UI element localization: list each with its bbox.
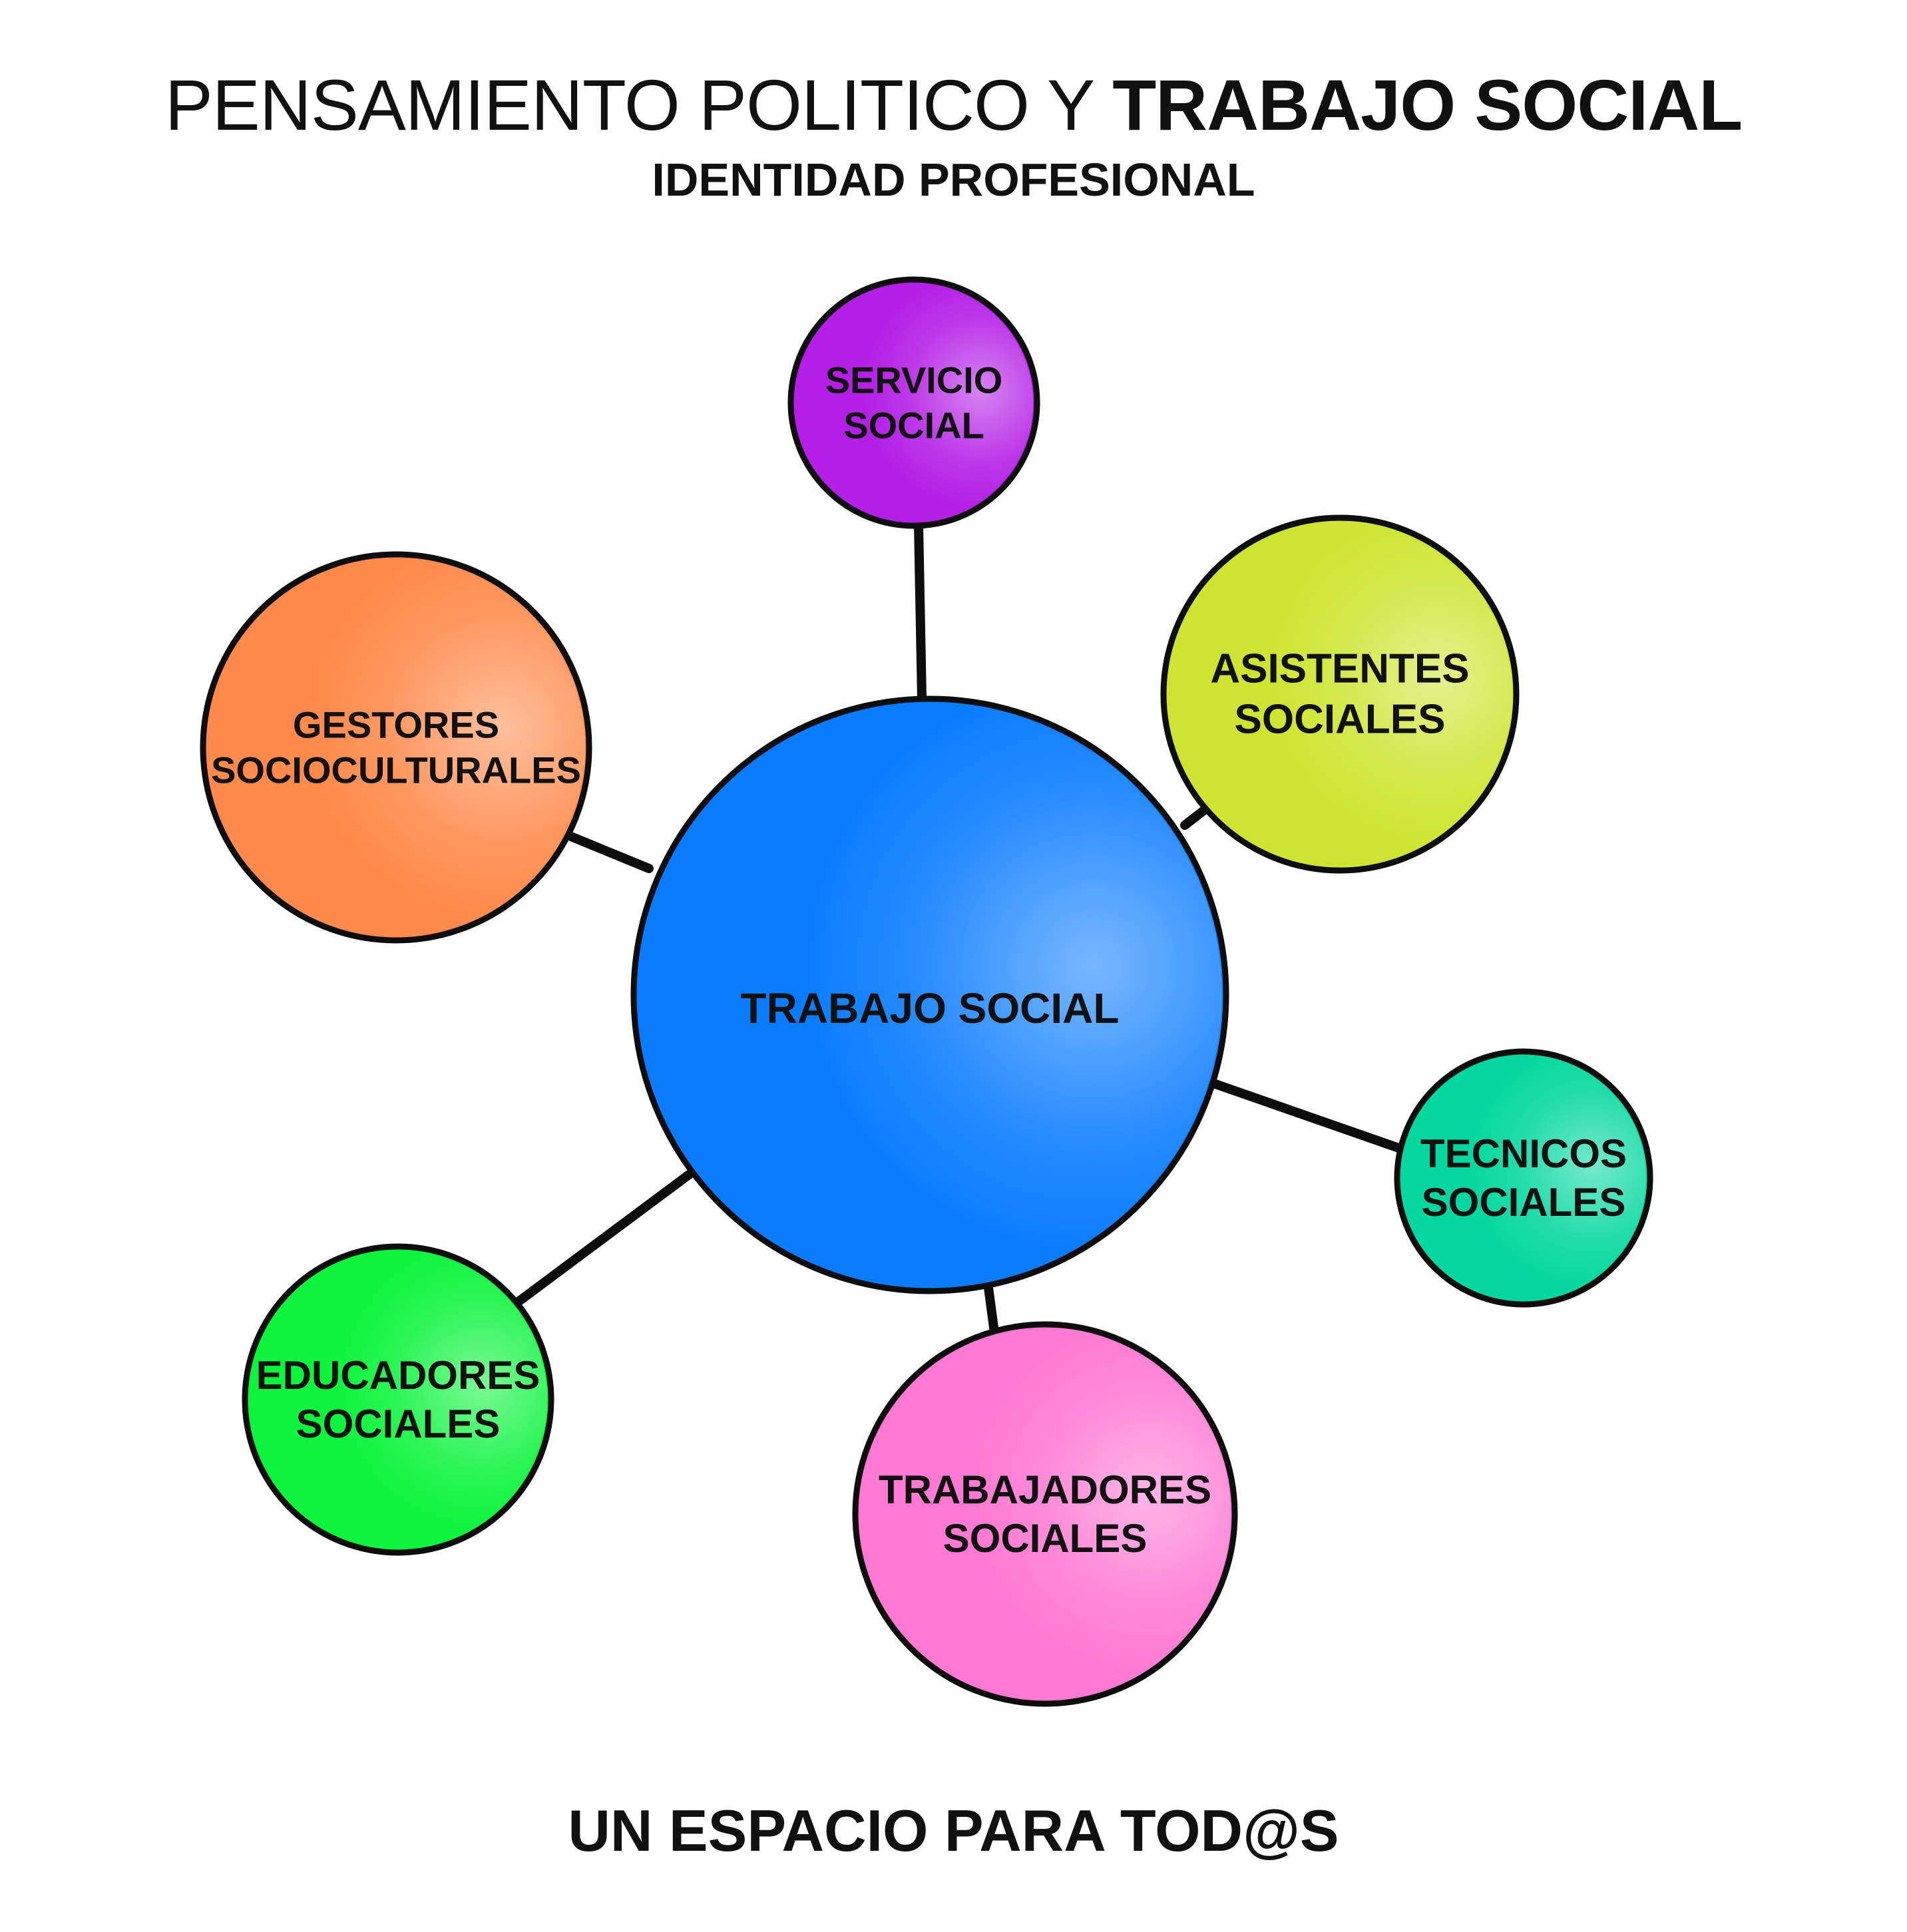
connector-trabajadores-sociales [984,1283,998,1332]
center-node: TRABAJO SOCIAL [630,695,1229,1294]
node-tecnicos-sociales-label-line-1: TECNICOS [1420,1131,1627,1176]
node-trabajadores-sociales-label-line-2: SOCIALES [943,1516,1148,1561]
node-educadores-sociales-label-line-2: SOCIALES [296,1402,501,1446]
node-tecnicos-sociales-highlight [1401,1056,1646,1300]
node-gestores-socioculturales-label-line-1: GESTORES [293,703,499,745]
node-servicio-social-label-line-2: SOCIAL [843,405,984,447]
node-asistentes-sociales-label-line-2: SOCIALES [1235,696,1446,742]
title-regular-part: PENSAMIENTO POLITICO Y [164,65,1094,145]
node-tecnicos-sociales-label-line-2: SOCIALES [1422,1180,1626,1225]
node-servicio-social-highlight [795,284,1033,522]
node-educadores-sociales-highlight [249,1251,547,1549]
node-gestores-socioculturales-highlight [207,558,585,936]
connector-educadores-sociales [515,1170,694,1306]
title-bold-part: TRABAJO SOCIAL [1112,65,1743,145]
page-subtitle: IDENTIDAD PROFESIONAL [652,154,1255,206]
node-educadores-sociales-label-line-1: EDUCADORES [256,1353,540,1398]
connector-servicio-social [914,521,927,703]
footer-slogan: UN ESPACIO PARA TOD@S [568,1798,1339,1863]
center-node-trabajo-social-highlight [638,703,1222,1287]
node-gestores-socioculturales-label-line-2: SOCIOCULTURALES [211,749,581,791]
center-node-label-line-1: TRABAJO SOCIAL [741,984,1120,1032]
node-trabajadores-sociales-highlight [859,1328,1231,1700]
center-node-trabajo-social: TRABAJO SOCIAL [630,695,1229,1294]
page-title: PENSAMIENTO POLITICO Y TRABAJO SOCIAL [0,63,1907,146]
connector-gestores-socioculturales [566,832,654,873]
node-asistentes-sociales-label-line-1: ASISTENTES [1210,646,1469,692]
outer-nodes: SERVICIOSOCIALASISTENTESSOCIALESTECNICOS… [200,276,1653,1707]
node-servicio-social-label-line-1: SERVICIO [825,359,1003,401]
node-asistentes-sociales-highlight [1167,522,1512,867]
connector-lines [515,521,1409,1332]
connector-tecnicos-sociales [1203,1077,1409,1155]
node-trabajadores-sociales-label-line-1: TRABAJADORES [879,1467,1211,1512]
